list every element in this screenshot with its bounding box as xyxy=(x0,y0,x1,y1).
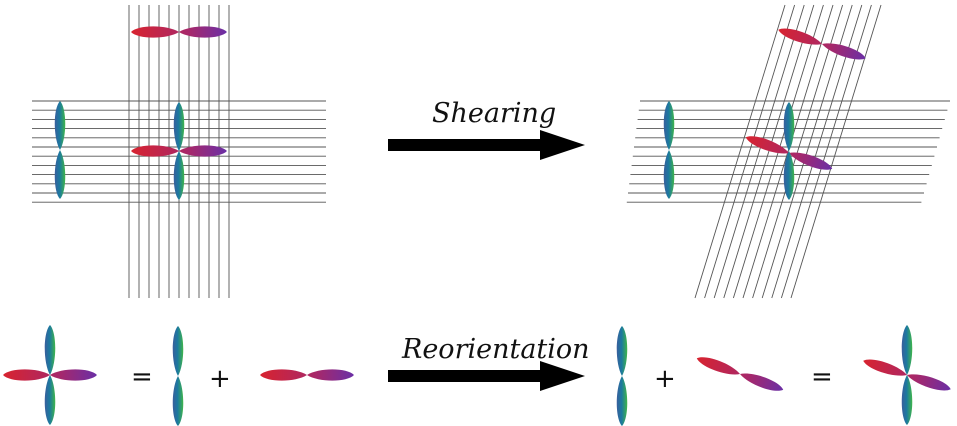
shearing-arrow xyxy=(388,130,585,160)
sheared-fiber-line xyxy=(742,4,834,299)
sheared-fiber-line xyxy=(780,4,872,299)
vertical-fiber-lobe-icon xyxy=(44,325,56,425)
vertical-fiber-lobe-icon xyxy=(172,326,184,426)
vertical-fiber-lobe-icon xyxy=(663,101,675,199)
reorientation-arrow xyxy=(388,361,585,391)
plus-sign-right: + xyxy=(654,364,676,394)
sheared-fiber-line xyxy=(694,4,786,299)
vertical-fiber-lobe-icon xyxy=(173,102,185,200)
shearing-label: Shearing xyxy=(432,98,556,129)
horizontal-fiber-lobe-icon xyxy=(778,28,866,60)
equals-sign-right: = xyxy=(811,362,833,392)
horizontal-fiber-lobe-icon xyxy=(260,369,354,381)
vertical-fiber-lobe-icon xyxy=(783,102,795,200)
sheared-fiber-line xyxy=(790,4,882,299)
horizontal-fiber-lobe-icon xyxy=(131,26,227,38)
sheared-fiber-line xyxy=(713,4,805,299)
sheared-fiber-line xyxy=(752,4,844,299)
sheared-fiber-grid xyxy=(626,4,950,299)
right-arrow-icon xyxy=(388,370,543,382)
equals-sign-left: = xyxy=(131,362,153,392)
vertical-fiber-lobe-icon xyxy=(901,325,913,425)
vertical-fiber-lobe-icon xyxy=(54,101,66,199)
reorientation-label: Reorientation xyxy=(401,334,590,365)
fiber-lobes xyxy=(3,26,951,426)
right-arrow-icon xyxy=(388,139,543,151)
vertical-fiber-lobe-icon xyxy=(616,326,628,426)
sheared-fiber-line xyxy=(704,4,796,299)
arrow-head xyxy=(540,130,585,160)
sheared-fiber-line xyxy=(723,4,815,299)
arrow-head xyxy=(540,361,585,391)
horizontal-fiber-lobe-icon xyxy=(696,357,784,391)
plus-sign-left: + xyxy=(209,364,231,394)
